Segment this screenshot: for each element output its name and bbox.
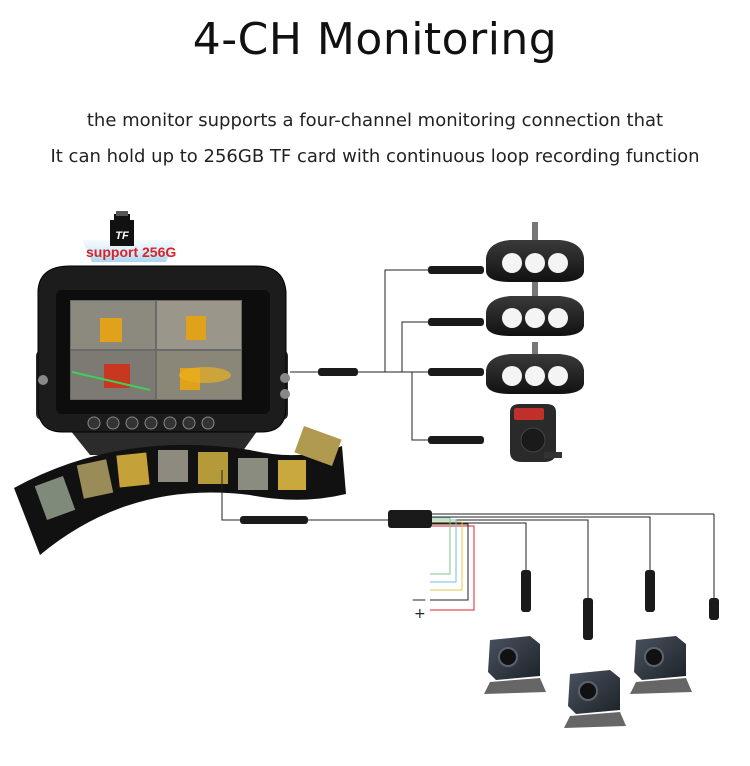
minus-label: — — [412, 592, 426, 608]
camera-plug-3 — [645, 570, 655, 612]
monitor — [36, 265, 290, 455]
camera-2 — [564, 670, 626, 728]
tf-card-label: TF — [115, 230, 129, 242]
power-wires — [430, 517, 475, 611]
camera-1 — [484, 636, 546, 694]
connector-lamp-2 — [428, 318, 484, 326]
lamp-wiring — [290, 269, 430, 441]
connector-lamp-1 — [428, 266, 484, 274]
camera-plug-1 — [521, 570, 531, 612]
description-line-2: It can hold up to 256GB TF card with con… — [50, 146, 700, 167]
camera-plug-2 — [583, 598, 593, 640]
monitor-screen — [70, 300, 242, 400]
tf-card-icon: TF — [82, 211, 176, 262]
camera-wiring — [221, 470, 715, 598]
work-light-1 — [486, 222, 584, 282]
connector-monitor-out — [318, 368, 358, 376]
connector-lamp-3 — [428, 368, 484, 376]
plus-label: + — [414, 606, 426, 622]
connector-camera-harness — [240, 510, 432, 528]
camera-3 — [630, 636, 692, 694]
description-line-1: the monitor supports a four-channel moni… — [86, 110, 664, 131]
work-light-2 — [486, 282, 584, 336]
page-title: 4-CH Monitoring — [192, 14, 558, 65]
monitor-buttons — [87, 416, 215, 430]
work-light-3 — [486, 342, 584, 394]
film-strip — [14, 426, 346, 555]
speaker-alarm — [510, 404, 562, 462]
tf-support-badge: support 256G — [86, 244, 177, 260]
connector-speaker — [428, 436, 484, 444]
camera-plug-4 — [709, 598, 719, 620]
